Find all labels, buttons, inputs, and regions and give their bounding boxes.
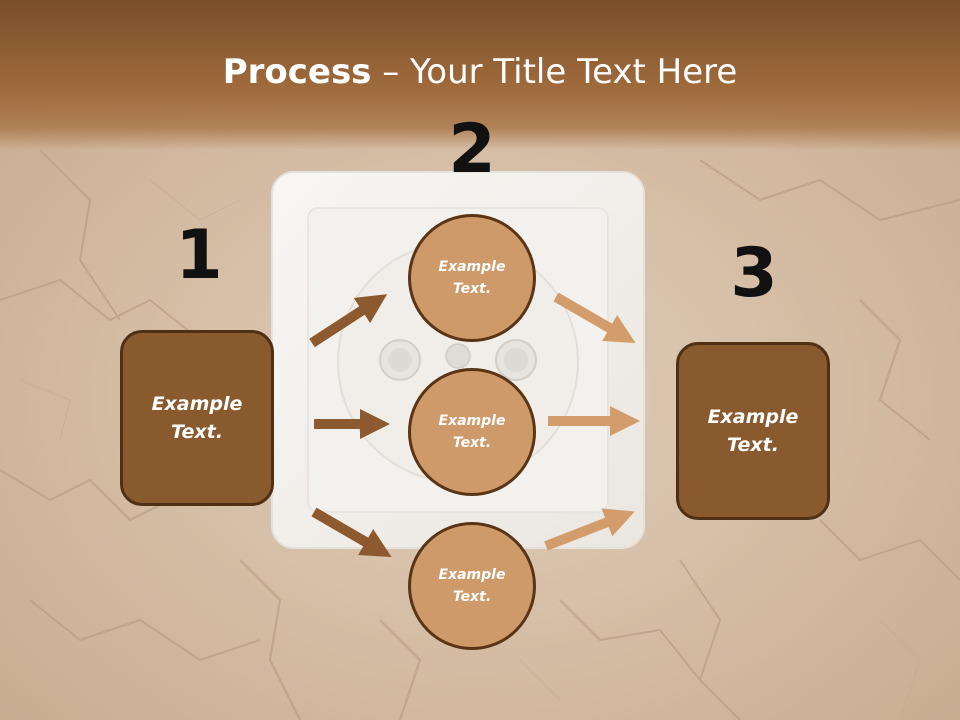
title-rest: – Your Title Text Here xyxy=(371,52,738,92)
step-number-2: 2 xyxy=(448,110,496,189)
slide-title: Process – Your Title Text Here xyxy=(0,52,960,92)
step-number-1: 1 xyxy=(175,216,223,295)
arrow-right-top xyxy=(553,292,636,344)
arrow-right-bottom xyxy=(544,508,635,551)
title-bold: Process xyxy=(222,52,372,92)
circle-middle-text: Example Text. xyxy=(438,412,506,451)
circle-middle: Example Text. xyxy=(408,368,536,496)
circle-bottom: Example Text. xyxy=(408,522,536,650)
step-3-text: Example Text. xyxy=(707,405,799,457)
circle-bottom-text: Example Text. xyxy=(438,566,506,605)
step-3-box: Example Text. xyxy=(676,342,830,520)
title-band xyxy=(0,0,960,150)
step-1-box: Example Text. xyxy=(120,330,274,506)
arrow-left-top xyxy=(309,294,388,348)
step-number-3: 3 xyxy=(730,234,778,313)
circle-top: Example Text. xyxy=(408,214,536,342)
arrow-left-bottom xyxy=(311,507,392,558)
circle-top-text: Example Text. xyxy=(438,258,506,297)
step-1-text: Example Text. xyxy=(151,392,243,444)
